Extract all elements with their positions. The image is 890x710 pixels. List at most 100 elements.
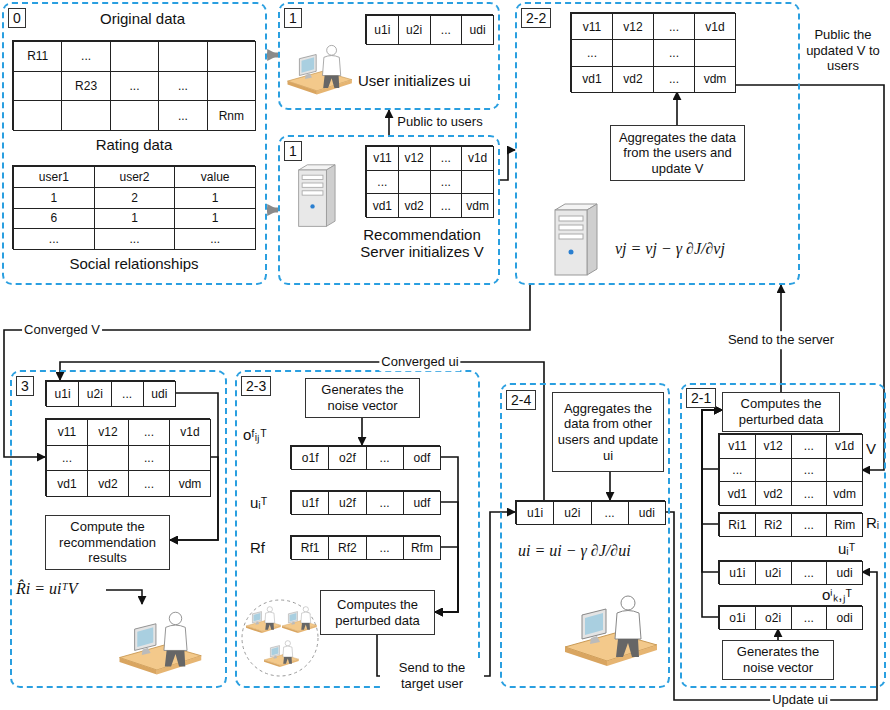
matrix-grid: v11v12...v1d......vd1vd2...vdm [46, 419, 211, 497]
table-cell: o1f [292, 447, 329, 470]
table-cell: v11 [47, 420, 88, 446]
cell-text: v1d [835, 439, 854, 453]
step-panel: 2-2vj = vj − γ ∂J/∂vjv11v12...v1d......v… [515, 2, 800, 285]
cell-text: u2i [765, 566, 781, 580]
matrix-grid: Rf1Rf2...Rfm [291, 536, 441, 560]
matrix-table: u1iu2i...udi [45, 380, 175, 406]
cell-text: ... [210, 232, 220, 246]
cell-text: vd1 [373, 199, 392, 213]
table-cell: vd2 [613, 67, 654, 93]
cell-text: odi [837, 611, 853, 625]
cell-text: value [201, 170, 230, 184]
cell-text: udi [151, 387, 167, 401]
panel-label: User initializes ui [358, 72, 471, 89]
step-number: 0 [8, 8, 26, 28]
cell-text: ... [804, 487, 814, 501]
process-box: Aggregates the data from the users and u… [610, 125, 745, 181]
table-cell: u1i [517, 502, 554, 525]
cell-text: vd2 [404, 199, 423, 213]
matrix-grid: u1iu2i...udi [46, 381, 176, 407]
panel-label: V [866, 440, 876, 457]
cell-text: ... [804, 611, 814, 625]
box-text: Computes the perturbed data [726, 396, 836, 427]
table-cell [159, 42, 207, 72]
process-box: Computes the perturbed data [320, 590, 435, 635]
edge-label: Public to users [395, 113, 484, 131]
cell-text: v12 [763, 439, 782, 453]
table-cell: ... [47, 446, 88, 472]
server-icon [299, 165, 335, 227]
step-number: 1 [284, 141, 302, 161]
step-number: 2-4 [506, 390, 536, 410]
cell-text: 1 [50, 191, 57, 205]
user-computer [565, 596, 657, 666]
connector-arrow [609, 472, 611, 500]
table-cell [111, 101, 159, 131]
table-cell: ... [592, 502, 629, 525]
server-icon [555, 204, 597, 275]
matrix-table: u1fu2f...udf [290, 490, 440, 514]
matrix-table: R11...R23.........RnmRating data [12, 40, 255, 130]
cell-text: ... [441, 175, 451, 189]
matrix-grid: o1fo2f...odf [291, 446, 441, 470]
cell-text: v12 [404, 151, 423, 165]
matrix-grid: user1user2value121611......... [13, 166, 256, 250]
user-computer [288, 45, 352, 94]
table-cell: Rnm [208, 101, 256, 131]
table-cell: 1 [14, 188, 95, 209]
cell-text: vdm [179, 477, 202, 491]
table-cell: R11 [14, 42, 62, 72]
table-cell: v12 [756, 435, 792, 459]
table-cell: Rf2 [329, 537, 366, 560]
matrix-grid: v11v12...v1d......vd1vd2...vdm [571, 13, 736, 93]
table-cell: ... [367, 447, 404, 470]
cell-text: 2 [131, 191, 138, 205]
table-cell: v11 [720, 435, 756, 459]
cell-text: o1i [729, 611, 745, 625]
table-cell: R23 [62, 72, 110, 102]
table-cell: ... [572, 40, 613, 66]
table-cell: vd2 [88, 471, 129, 497]
table-cell: ... [792, 514, 828, 537]
table-cell: user2 [95, 167, 176, 188]
table-cell: u2f [329, 492, 366, 515]
cell-text: o2f [339, 451, 356, 465]
process-box: Compute the recommendation results [45, 515, 170, 570]
cell-text: ... [441, 23, 451, 37]
table-cell: o1i [720, 607, 756, 630]
edge-label: Converged V [22, 321, 102, 339]
table-cell: v11 [572, 14, 613, 40]
cell-text: R23 [75, 79, 97, 93]
cell-text: R11 [27, 49, 48, 63]
table-cell: ... [367, 171, 399, 195]
cell-text: v1d [705, 20, 724, 34]
box-text: Aggregates the data from the users and u… [614, 130, 741, 177]
table-cell: v11 [367, 147, 399, 171]
cell-text: user2 [119, 170, 149, 184]
connector-arrow [267, 208, 278, 213]
box-text: Computes the perturbed data [324, 597, 431, 628]
table-cell: 1 [175, 209, 256, 230]
panel-label: Recommendation Server initializes V [348, 226, 496, 261]
table-cell: vdm [170, 471, 211, 497]
cell-text: u1f [302, 496, 319, 510]
process-box: Generates the noise vector [722, 640, 834, 680]
cell-text: vd2 [623, 72, 642, 86]
box-text: Aggregates the data from other users and… [556, 401, 660, 463]
panel-label: uᵢᵀ [250, 494, 267, 511]
cell-text: ... [804, 566, 814, 580]
matrix-table: v11v12...v1d......vd1vd2...vdm [45, 418, 210, 496]
table-cell [827, 459, 863, 483]
table-cell: v1d [695, 14, 736, 40]
table-cell: Rfm [404, 537, 441, 560]
matrix-table: Rf1Rf2...Rfm [290, 535, 440, 559]
cell-text: Rnm [219, 109, 244, 123]
matrix-grid: Ri1Ri2...Rim [719, 513, 863, 537]
matrix-table: Ri1Ri2...Rim [718, 512, 862, 536]
table-cell: u2i [399, 16, 431, 45]
table-cell: odi [827, 607, 863, 630]
cell-text: vd2 [98, 477, 117, 491]
table-cell: user1 [14, 167, 95, 188]
edge-label: Public the updated V to users [802, 26, 884, 75]
process-box: Generates the noise vector [305, 378, 420, 418]
